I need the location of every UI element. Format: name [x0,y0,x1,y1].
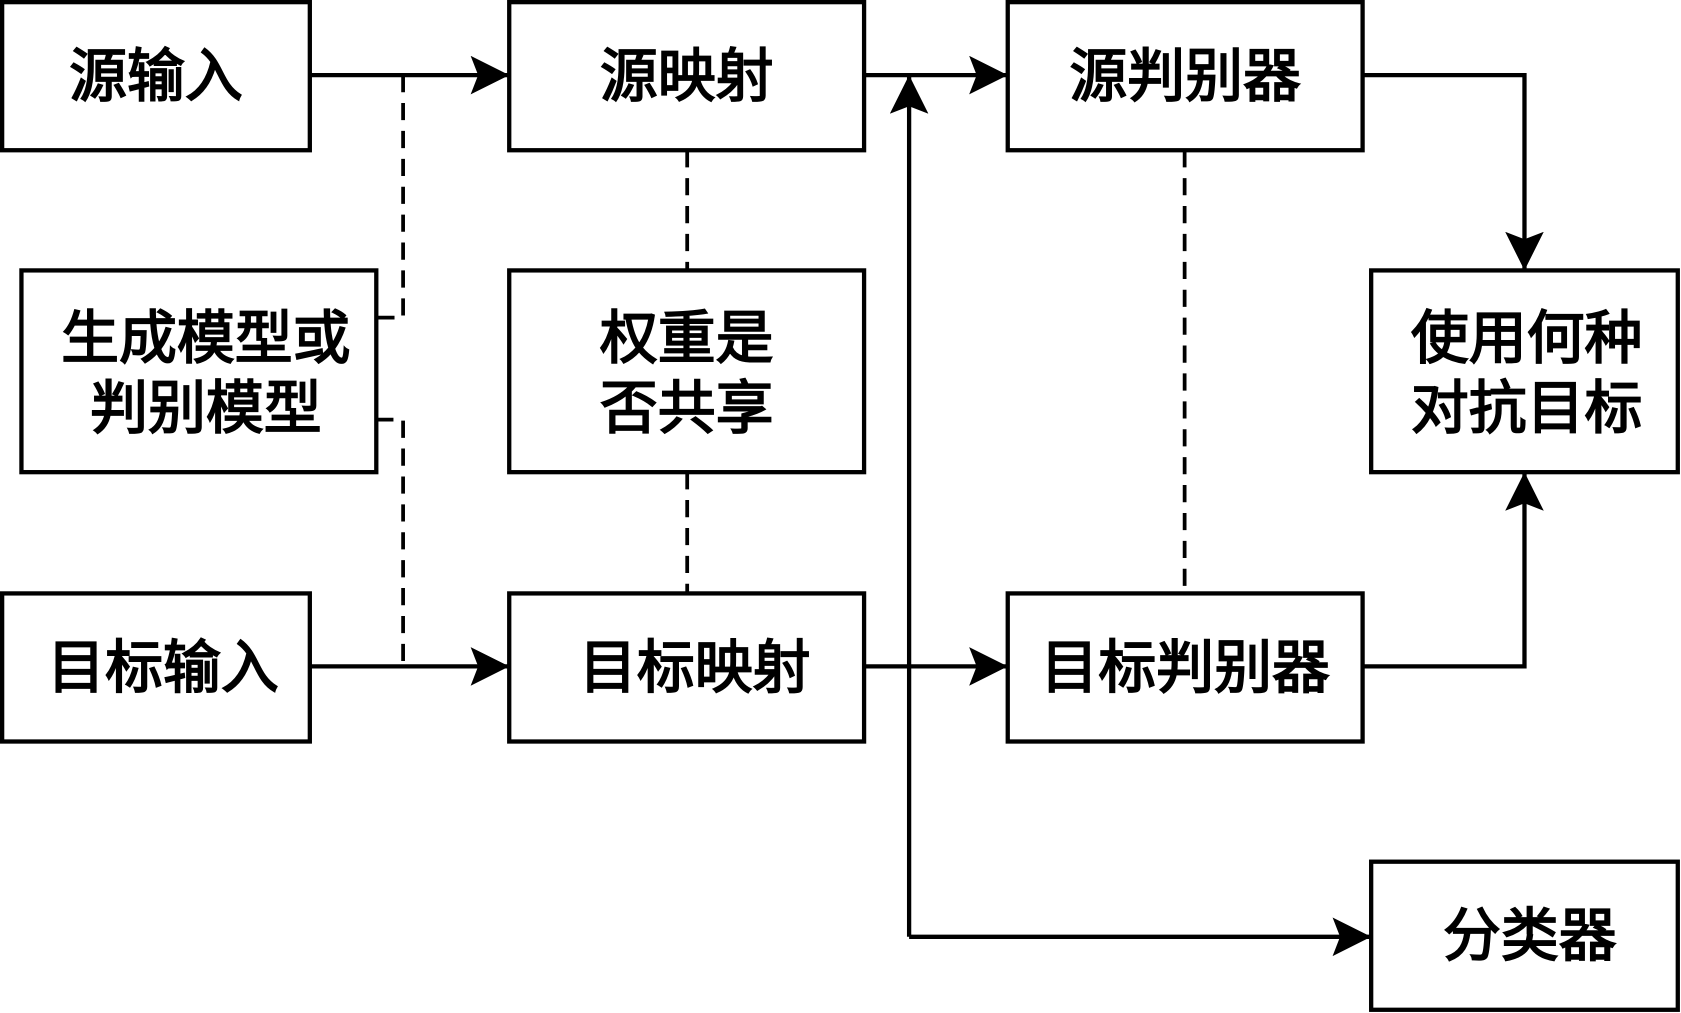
node-classifier-label: 分类器 [1443,902,1618,970]
dashed-link-model-type-to-target [376,417,405,667]
node-source-discriminator-label: 源判别器 [1069,42,1302,110]
node-adversarial-objective: 使用何种 对抗目标 [1369,268,1680,475]
node-source-input: 源输入 [0,0,312,153]
node-target-discriminator-label: 目标判别器 [1040,633,1330,701]
node-target-input: 目标输入 [0,591,312,744]
node-generative-or-discriminative-line-1: 生成模型或 [61,304,350,372]
node-target-mapping-box [507,591,867,744]
node-target-mapping: 目标映射 [507,591,867,744]
node-target-mapping-label: 目标映射 [579,633,811,701]
node-adversarial-objective-line-1: 使用何种 [1411,304,1643,372]
node-classifier: 分类器 [1369,859,1680,1012]
node-target-discriminator-box [1005,591,1365,744]
node-target-discriminator: 目标判别器 [1005,591,1365,744]
node-source-mapping-label: 源映射 [600,42,774,110]
node-generative-or-discriminative-box [19,268,379,475]
node-classifier-box [1369,859,1680,1012]
node-source-mapping: 源映射 [507,0,867,153]
edge-source-discriminator-to-adversarial-objective [1362,72,1544,271]
node-target-input-label: 目标输入 [47,633,279,701]
node-source-discriminator: 源判别器 [1005,0,1365,153]
node-weight-sharing-line-2: 否共享 [600,374,774,442]
edge-target-discriminator-to-adversarial-objective [1362,472,1544,669]
node-source-input-label: 源输入 [69,42,243,110]
node-source-mapping-box [507,0,867,153]
node-generative-or-discriminative: 生成模型或 判别模型 [19,268,379,475]
node-adversarial-objective-box [1369,268,1680,475]
node-adversarial-objective-line-2: 对抗目标 [1411,374,1643,442]
node-source-input-box [0,0,312,153]
node-source-discriminator-box [1005,0,1365,153]
node-target-input-box [0,591,312,744]
node-generative-or-discriminative-line-2: 判别模型 [90,374,322,442]
node-weight-sharing-line-1: 权重是 [599,304,774,372]
dashed-link-source-to-model-type [376,75,405,320]
node-weight-sharing: 权重是 否共享 [507,268,867,475]
node-weight-sharing-box [507,268,867,475]
